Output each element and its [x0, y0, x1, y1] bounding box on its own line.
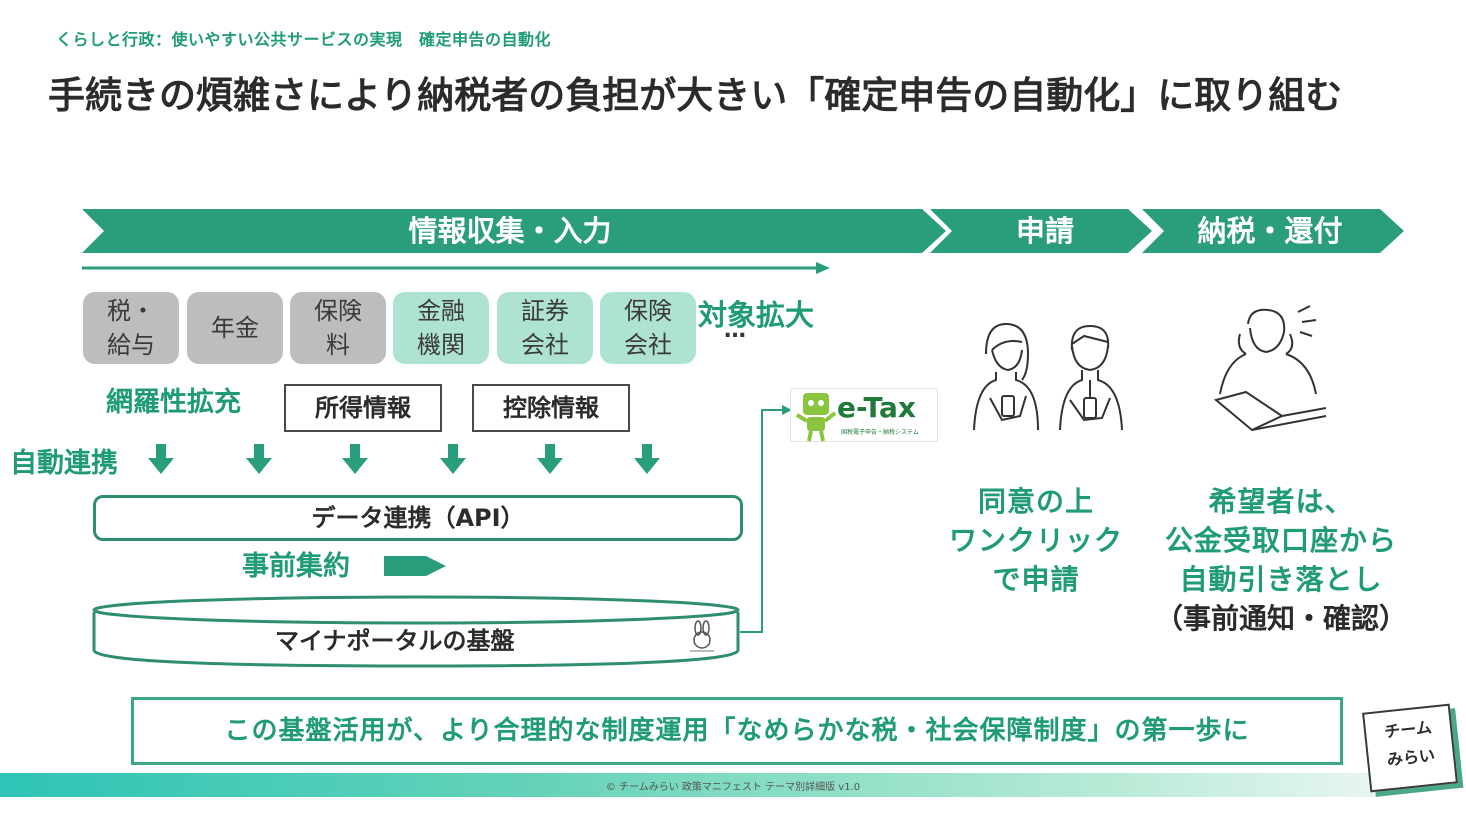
phase-label-input: 情報収集・入力	[408, 214, 612, 248]
expand-dots: …	[724, 318, 746, 343]
source-tax-salary: 税・ 給与	[83, 292, 179, 364]
people-phones-illustration	[973, 322, 1123, 431]
source-insurance-premium: 保険 料	[290, 292, 386, 364]
apply-caption: 同意の上 ワンクリック で申請	[936, 482, 1136, 599]
source-securities-company: 証券 会社	[497, 292, 593, 364]
phase-label-pay: 納税・還付	[1197, 214, 1343, 248]
myna-portal-platform-label: マイナポータルの基盤	[275, 627, 515, 655]
platform-cylinder	[92, 612, 740, 668]
person-laptop-illustration	[1213, 305, 1327, 432]
pre-aggregation-arrow	[384, 556, 446, 576]
rabbit-mascot-icon	[690, 620, 714, 652]
pay-caption-note: （事前通知・確認）	[1154, 602, 1407, 635]
etax-mascot-icon	[795, 393, 837, 442]
down-arrow-icon	[148, 444, 174, 474]
apply-caption-line: 同意の上	[977, 485, 1094, 518]
timeline-arrow-head	[816, 262, 830, 274]
footer-copyright: © チームみらい 政策マニフェスト テーマ別詳細版 v1.0	[605, 782, 861, 793]
footer-gradient-bar	[0, 773, 1380, 797]
bottom-banner: この基盤活用が、より合理的な制度運用「なめらかな税・社会保障制度」の第一歩に	[131, 697, 1343, 765]
source-financial-institution: 金融 機関	[393, 292, 489, 364]
data-link-api-box: データ連携（API）	[93, 495, 743, 541]
down-arrow-icon	[342, 444, 368, 474]
down-arrow-icon	[537, 444, 563, 474]
etax-logo-subtext: 国税電子申告・納税システム	[841, 429, 919, 436]
coverage-label: 網羅性拡充	[106, 387, 241, 418]
phase-label-apply: 申請	[1015, 214, 1074, 248]
pay-caption-line: 希望者は、	[1208, 485, 1354, 518]
team-mirai-logo: チーム みらい	[1362, 703, 1458, 793]
breadcrumb: くらしと行政：使いやすい公共サービスの実現 確定申告の自動化	[56, 30, 552, 49]
pre-aggregation-label: 事前集約	[242, 551, 350, 582]
down-arrow-icon	[246, 444, 272, 474]
down-arrow-icon	[634, 444, 660, 474]
arrow-right-icon	[782, 405, 792, 415]
deduction-info-note: 控除情報	[472, 384, 630, 432]
source-insurance-company: 保険 会社	[600, 292, 696, 364]
expand-target-label: 対象拡大	[698, 298, 815, 332]
etax-logo-text: e-Tax	[837, 391, 916, 424]
apply-caption-line: ワンクリック	[948, 524, 1123, 557]
pay-caption-line: 自動引き落とし	[1179, 563, 1383, 596]
etax-logo: e-Tax 国税電子申告・納税システム	[790, 388, 938, 442]
page-title: 手続きの煩雑さにより納税者の負担が大きい「確定申告の自動化」に取り組む	[48, 74, 1343, 117]
income-info-note: 所得情報	[284, 384, 442, 432]
source-pension: 年金	[187, 292, 283, 364]
phase-chevron-apply	[930, 209, 1152, 253]
pay-caption-line: 公金受取口座から	[1164, 524, 1397, 557]
pay-caption: 希望者は、 公金受取口座から 自動引き落とし （事前通知・確認）	[1146, 482, 1416, 638]
down-arrow-icon	[440, 444, 466, 474]
etax-connector	[740, 409, 786, 633]
phase-chevron-pay	[1142, 209, 1404, 253]
phase-chevron-input	[82, 209, 946, 253]
apply-caption-line: で申請	[992, 563, 1080, 596]
auto-link-label: 自動連携	[10, 448, 118, 479]
